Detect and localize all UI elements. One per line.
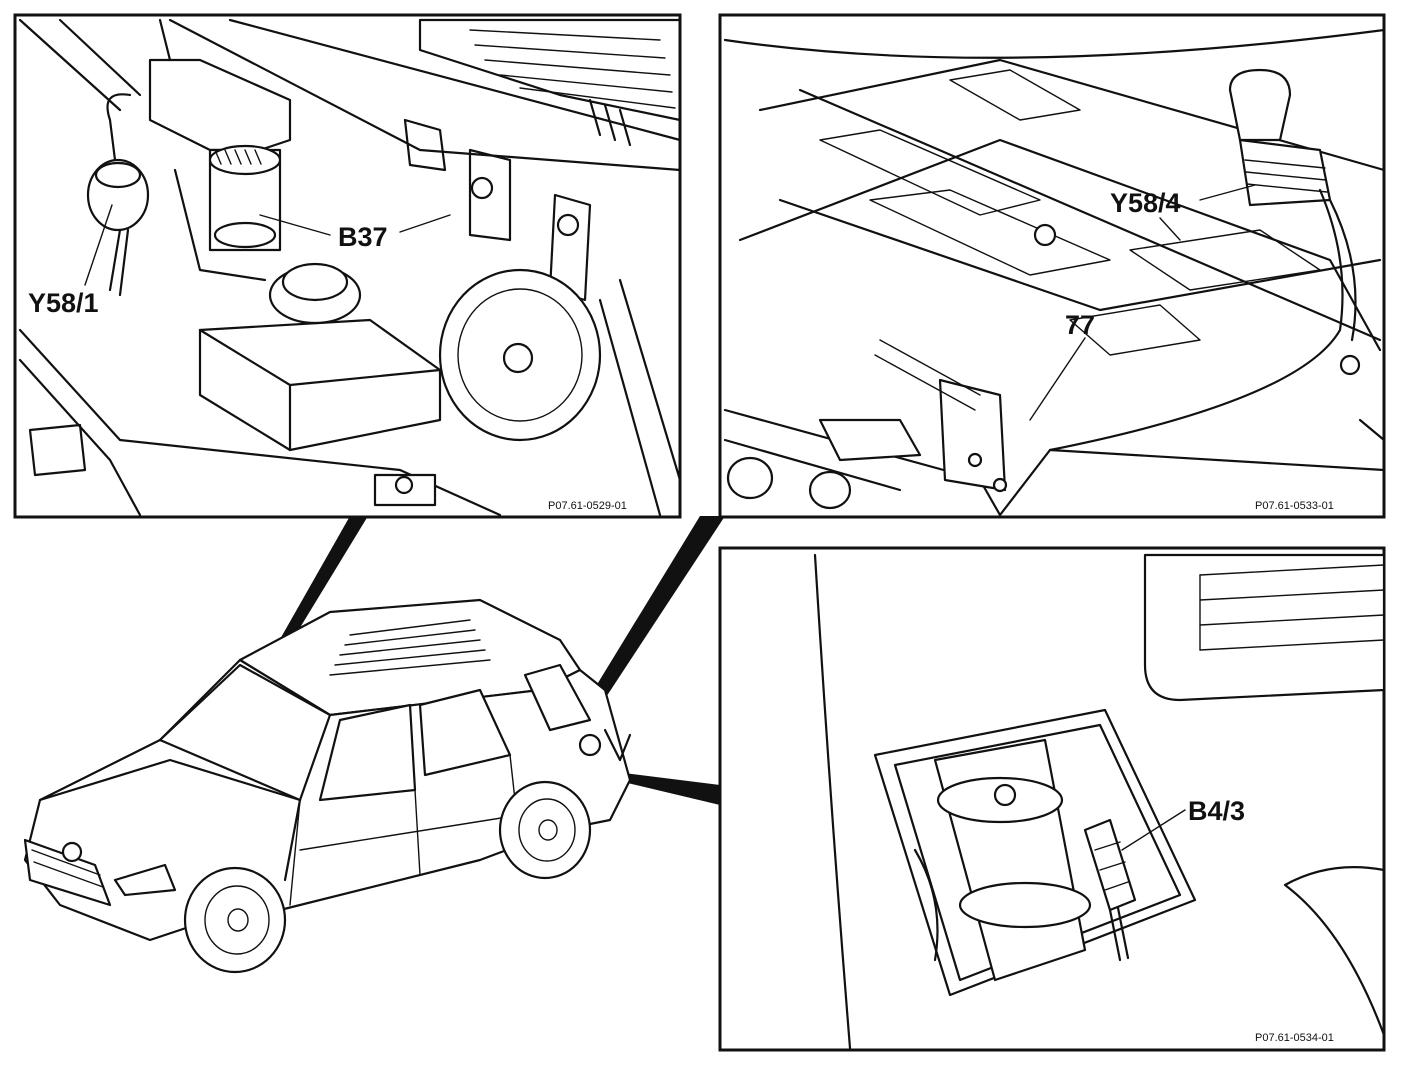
figure-code-fuel-filler: P07.61-0534-01 (1255, 1032, 1334, 1044)
panel-engine-bay-frame (13, 13, 682, 519)
sensor-b37 (148, 18, 292, 282)
leader-b37-b (399, 214, 451, 233)
callout-y58-4: Y58/4 (1110, 188, 1181, 218)
leader-77 (1029, 337, 1086, 421)
fluid-reservoir (198, 262, 442, 452)
leader-y58-1 (84, 204, 113, 286)
leader-b4-3 (1121, 809, 1186, 851)
front-wheel (183, 866, 287, 974)
cowl-vent-grille (418, 18, 682, 147)
callout-b4-3: B4/3 (1188, 796, 1245, 826)
callout-77: 77 (1065, 310, 1095, 340)
valve-y58-4 (998, 68, 1357, 517)
panel-rear-underside: Y58/4 77 P07.61-0533-01 (718, 13, 1386, 519)
figure-code-rear-underside: P07.61-0533-01 (1255, 500, 1334, 512)
rear-wheel (498, 780, 592, 880)
sensor-b4-3 (1083, 818, 1137, 962)
valve-assembly-y58-1 (86, 93, 150, 297)
leader-b37 (259, 214, 331, 236)
callout-y58-1: Y58/1 (28, 288, 99, 318)
panel-engine-bay: Y58/1 B37 P07.61-0529-01 (13, 13, 682, 519)
panel-rear-underside-frame (718, 13, 1386, 519)
panel-fuel-filler-frame (718, 546, 1386, 1052)
leader-y58-4-b (1159, 217, 1181, 241)
panel-fuel-filler: B4/3 P07.61-0534-01 (718, 546, 1386, 1052)
horn (438, 268, 602, 442)
figure-code-engine-bay: P07.61-0529-01 (548, 500, 627, 512)
leader-y58-4 (1199, 184, 1256, 201)
callout-b37: B37 (338, 222, 388, 252)
fuel-filler-recess (873, 708, 1197, 997)
vehicle-overview (23, 598, 632, 974)
